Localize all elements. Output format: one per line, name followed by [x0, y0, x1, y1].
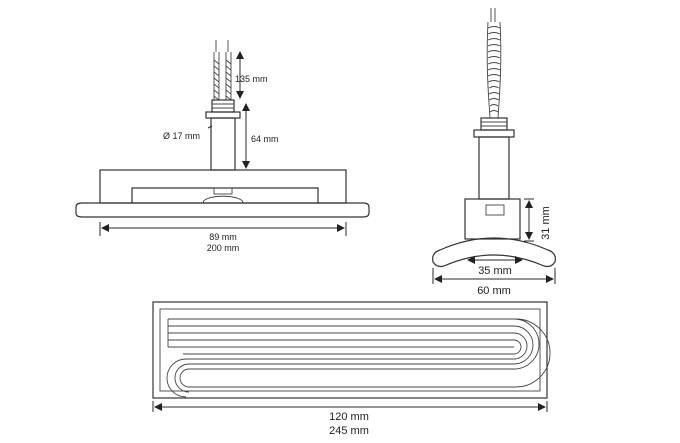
front-ceramic-plate: [75, 202, 370, 218]
front-view: 135 mm 64 mm Ø 17 mm 89 mm 200 mm: [75, 40, 370, 253]
dim-front-total-width: 200 mm: [207, 243, 240, 253]
side-view: 31 mm 35 mm 60 mm: [432, 8, 556, 297]
front-neck: [210, 117, 236, 171]
dim-side-base-width: 35 mm: [478, 265, 512, 277]
front-wires: [213, 40, 232, 101]
front-nut: [205, 111, 241, 119]
dim-neck-height: 64 mm: [251, 134, 279, 144]
dim-thread-diameter: Ø 17 mm: [163, 131, 200, 141]
side-thread: [480, 117, 508, 131]
dim-front-inner-width: 89 mm: [209, 232, 237, 242]
dim-side-total-width: 60 mm: [477, 285, 511, 297]
front-thread: [211, 99, 235, 113]
dim-side-height: 31 mm: [540, 206, 552, 240]
side-ceramic-base: [432, 237, 556, 268]
top-ceramic-plate: [152, 301, 548, 399]
side-nut: [473, 129, 515, 138]
dim-top-inner-width: 120 mm: [329, 411, 369, 423]
side-body: [464, 198, 521, 240]
top-view: 120 mm 245 mm: [152, 301, 551, 437]
dim-top-total-width: 245 mm: [329, 425, 369, 437]
side-neck: [478, 136, 510, 200]
top-heating-coil: [166, 318, 551, 398]
dim-wire-length: 135 mm: [235, 74, 268, 84]
front-housing: [99, 169, 347, 204]
side-cable: [486, 8, 502, 119]
